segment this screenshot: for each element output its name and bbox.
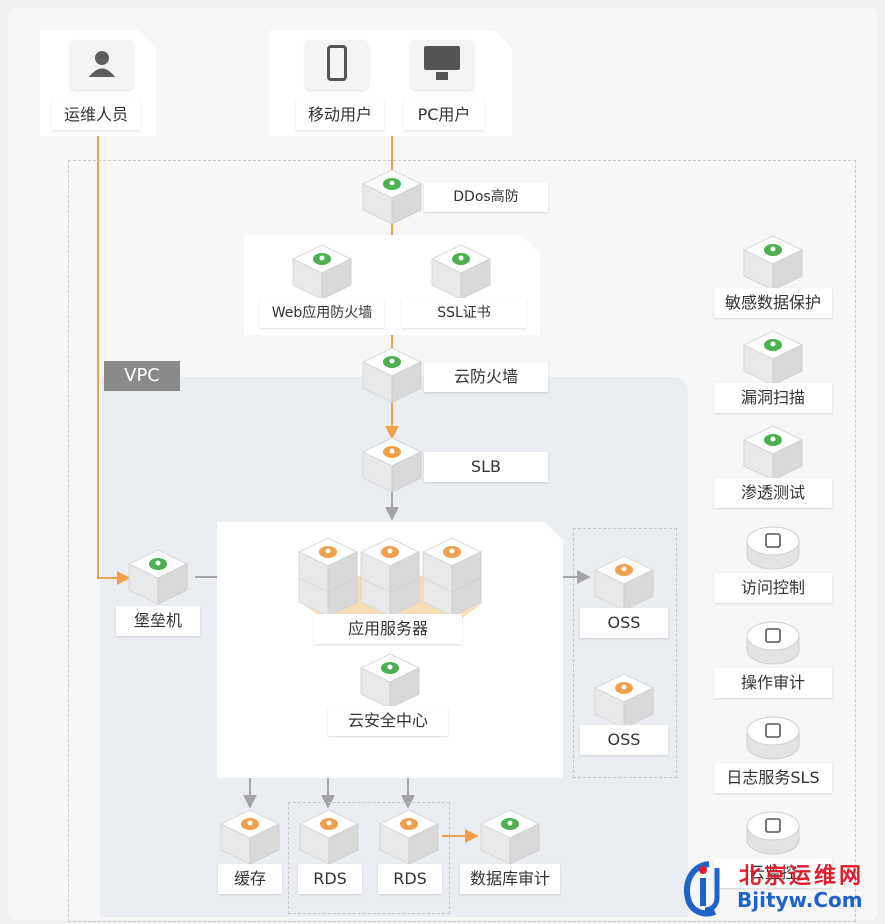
vpc-label: VPC [104, 361, 180, 391]
oss-label-2: OSS [580, 725, 668, 755]
person-icon [84, 48, 120, 78]
security-center-label: 云安全中心 [328, 706, 448, 736]
watermark: 北京运维网 Bjityw.Com [677, 856, 881, 922]
rds-label-2: RDS [378, 864, 442, 894]
side-node-2 [742, 329, 804, 387]
security-center-node [359, 652, 421, 710]
ddos-node [361, 168, 423, 226]
db-audit-node [479, 808, 541, 866]
rds-node-1 [298, 808, 360, 866]
watermark-cn-text: 北京运维网 [739, 863, 865, 889]
cloud-firewall-node [361, 346, 423, 404]
mobile-user-label: 移动用户 [296, 100, 384, 130]
side-node-6 [745, 713, 801, 763]
bastion-label: 堡垒机 [116, 606, 200, 636]
oss-node-2 [593, 672, 655, 730]
pc-user-label: PC用户 [404, 100, 484, 130]
app-server-node-5 [359, 536, 421, 594]
waf-node [291, 243, 353, 301]
side-label-3: 渗透测试 [714, 478, 832, 508]
cloud-key-icon [765, 533, 781, 548]
app-server-label: 应用服务器 [314, 614, 462, 644]
side-label-1: 敏感数据保护 [714, 288, 832, 318]
side-node-1 [742, 234, 804, 292]
side-node-5 [745, 618, 801, 668]
watermark-logo [684, 861, 720, 917]
mobile-phone-icon [327, 45, 347, 81]
side-node-4 [745, 523, 801, 573]
ddos-label: DDos高防 [424, 182, 548, 212]
side-node-7 [745, 808, 801, 858]
bastion-node [127, 548, 189, 606]
ssl-node [430, 243, 492, 301]
side-label-2: 漏洞扫描 [714, 383, 832, 413]
cloud-firewall-label: 云防火墙 [424, 362, 548, 392]
cache-node [219, 808, 281, 866]
monitor-stand-icon [436, 72, 448, 80]
waf-label: Web应用防火墙 [260, 298, 384, 328]
ssl-label: SSL证书 [402, 298, 526, 328]
side-label-7: 云监控 [714, 858, 832, 888]
cache-label: 缓存 [218, 864, 282, 894]
slb-label: SLB [424, 452, 548, 482]
side-node-3 [742, 424, 804, 482]
app-server-node-6 [421, 536, 483, 594]
ops-to-bastion-line [97, 135, 131, 585]
slb-node [361, 436, 423, 494]
watermark-domain-text: Bjityw.Com [737, 888, 863, 912]
app-server-node-4 [297, 536, 359, 594]
db-audit-label: 数据库审计 [460, 864, 560, 894]
megaphone-icon [765, 818, 781, 833]
oss-node-1 [593, 554, 655, 612]
side-label-4: 访问控制 [714, 573, 832, 603]
ops-user-tile [70, 40, 134, 90]
document-icon [765, 723, 781, 738]
side-label-5: 操作审计 [714, 668, 832, 698]
rds-label-1: RDS [298, 864, 362, 894]
monitor-icon [424, 46, 460, 70]
side-label-6: 日志服务SLS [714, 763, 832, 793]
rds-group [288, 802, 450, 914]
oss-label-1: OSS [580, 608, 668, 638]
rds-node-2 [378, 808, 440, 866]
grid-icon [765, 628, 781, 643]
cloud-boundary [68, 160, 856, 922]
mobile-user-tile [305, 40, 369, 90]
pc-user-tile [410, 40, 474, 90]
oss-group [573, 528, 677, 778]
ops-user-label: 运维人员 [52, 100, 140, 130]
